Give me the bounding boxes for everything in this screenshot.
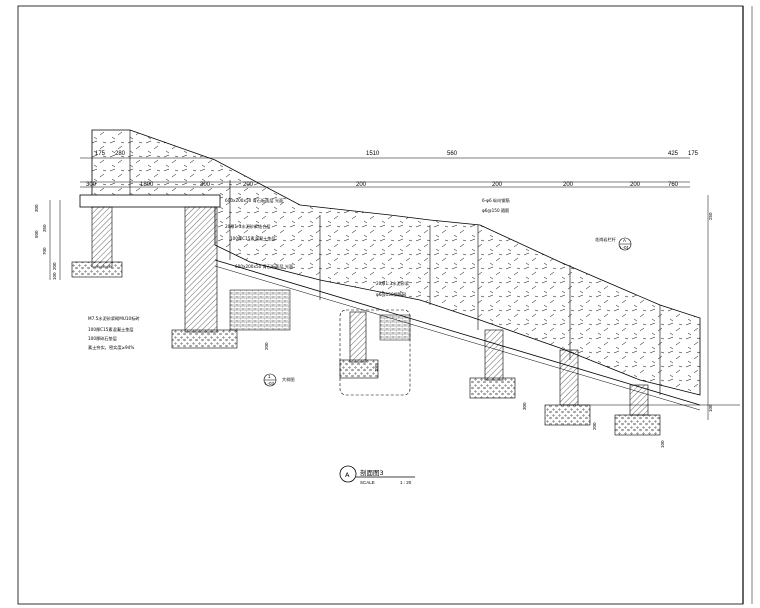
callout-3: 100厚C15素混凝土垫层 [230,235,276,242]
top-dim-6: 175 [688,151,699,157]
left-dim-5: 200 [52,262,57,270]
sheet-frame [17,5,753,605]
left-dim-1: 300 [34,204,39,212]
callout-13: 花岗岩栏杆 [595,236,617,243]
bottom-dim-5: 100 [660,440,665,448]
callout-5: 20厚1:3水泥砂浆 [376,280,410,287]
mid-dim-3: 300 [200,182,211,188]
left-dim-3: 350 [42,224,47,232]
left-dim-4: 700 [42,247,47,255]
mid-dim-8: 200 [630,182,641,188]
detail-label: 大样图 [282,376,295,383]
mid-dim-4: 200 [243,182,254,188]
top-dim-3: 1510 [366,151,380,157]
callout-4: 600x200x50 青石板面层 光面 [235,263,293,270]
mid-dim-1: 300 [86,182,97,188]
mid-dim-6: 200 [492,182,503,188]
detail-ref-bubble [263,237,632,387]
detail-ref-bottom: L-03 [265,381,275,386]
callout-2: 20厚1:3水泥砂浆结合层 [225,223,271,230]
bottom-dim-4: 200 [592,422,597,430]
section-title [339,465,415,483]
callout-7: M7.5水泥砂浆砌MU10标砖 [88,315,140,322]
detail-ref-top: 1 [268,374,271,379]
callout-12: φ6@150 箍筋 [482,207,509,214]
right-dim-2: 100 [708,404,713,412]
title-scale-label: SCALE [360,480,375,485]
middle-footing [339,309,411,396]
left-dim-6: 100 [52,272,57,280]
callout-6: φ6@150钢筋网 [376,291,406,298]
bottom-dim-2: 100 [374,364,379,372]
detail-ref2-bottom: L-01 [620,245,630,250]
stone-slope-mass [91,129,701,411]
callout-10: 素土夯实，密实度≥94% [88,344,134,351]
detail-ref2-top: A [623,238,626,243]
mid-dim-7: 200 [563,182,574,188]
top-dim-2: 280 [115,151,126,157]
callout-9: 100厚碎石垫层 [88,335,117,342]
right-dim-1: 250 [708,212,713,220]
title-marker: A [345,471,350,479]
bottom-dim-3: 300 [522,402,527,410]
callout-8: 100厚C15素混凝土垫层 [88,326,134,333]
top-dim-1: 175 [95,151,106,157]
title-scale-value: 1 : 20 [400,480,412,485]
top-dim-5: 425 [668,151,679,157]
top-dimension-lines [80,157,690,188]
mid-dim-2: 1800 [140,182,154,188]
mid-dim-9: 760 [668,182,679,188]
right-footings [469,329,740,436]
left-dim-2: 500 [34,230,39,238]
title-text: 剖面图3 [360,468,384,477]
callout-11: 6-φ6 纵向钢筋 [482,197,510,204]
mid-dim-5: 200 [356,182,367,188]
bottom-dim-1: 200 [264,342,269,350]
top-dim-4: 560 [447,151,458,157]
left-dimension-lines [49,200,61,280]
left-foundation [71,194,291,349]
callout-1: 600x200x50 青石板面层 光面 [225,197,283,204]
